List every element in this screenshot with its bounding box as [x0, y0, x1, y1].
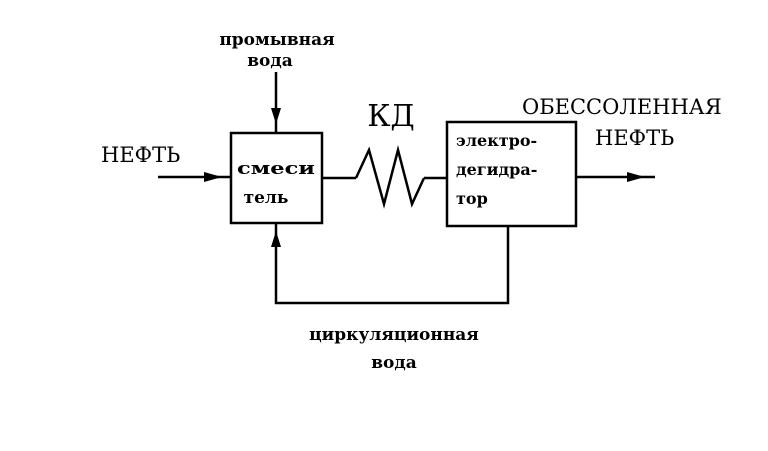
- desalted-oil-label-line1: ОБЕССОЛЕННАЯ: [522, 95, 722, 119]
- recycle-water-arrow: [271, 231, 281, 247]
- recycle-water-label-line1: циркуляционная: [309, 325, 479, 345]
- wash-water-arrow: [271, 108, 281, 124]
- desalted-oil-label-line2: НЕФТЬ: [595, 126, 674, 150]
- dehydrator-label-line3: тор: [456, 189, 488, 208]
- desalted-oil-arrow: [627, 172, 645, 182]
- dehydrator-label-line2: дегидра-: [456, 160, 537, 179]
- dehydrator-label-line1: электро-: [456, 131, 537, 150]
- recycle-water-loop: [274, 223, 510, 305]
- recycle-water-label-line2: вода: [371, 353, 417, 373]
- wash-water-label-line2: вода: [247, 51, 293, 71]
- heat-exchanger-coil: [354, 145, 426, 209]
- crude-oil-label: НЕФТЬ: [101, 143, 180, 167]
- dehydrator-block: [445, 120, 578, 228]
- heat-exchanger-label: КД: [367, 99, 415, 134]
- mixer-label-line1: смеси: [237, 159, 316, 179]
- mixer-label-line2: тель: [244, 188, 289, 208]
- crude-oil-arrow: [204, 172, 222, 182]
- wash-water-label-line1: промывная: [219, 30, 334, 50]
